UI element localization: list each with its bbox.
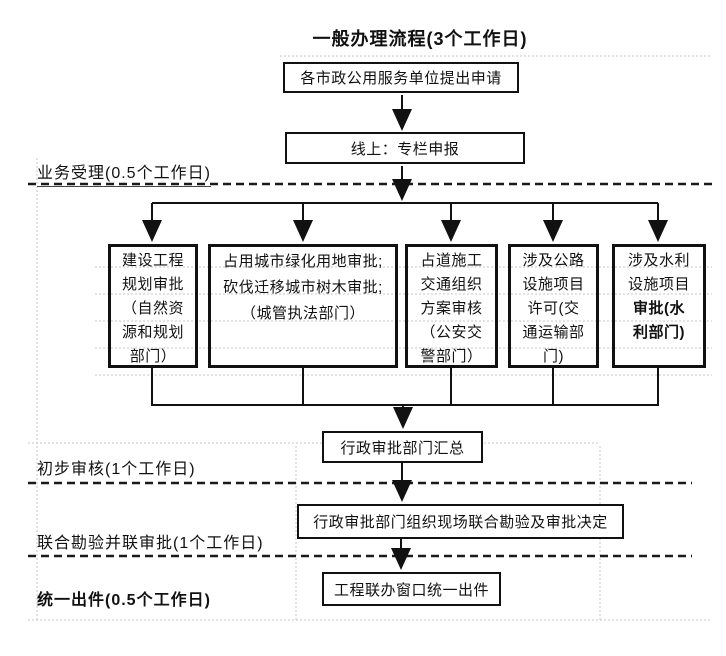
- box-online-declaration: 线上：专栏申报: [285, 132, 525, 164]
- branch-text: 涉及水利 设施项目: [627, 252, 690, 293]
- branch-text: 建设工程 规划审批 （自然资 源和规划 部门）: [121, 252, 184, 365]
- box-unified-output: 工程联办窗口统一出件: [322, 572, 501, 606]
- branch-text-bold: 审批(水 利部门): [633, 300, 685, 341]
- branch-box-planning-approval: 建设工程 规划审批 （自然资 源和规划 部门）: [108, 244, 198, 368]
- stage-label-acceptance: 业务受理(0.5个工作日): [37, 159, 211, 187]
- faint-gridlines: [28, 55, 712, 621]
- stage-label-joint-inspection: 联合勘验并联审批(1个工作日): [37, 535, 264, 552]
- flow-connectors: [142, 95, 668, 570]
- branch-box-highway-permit: 涉及公路 设施项目 许可(交 通运输部 门): [508, 244, 599, 368]
- branch-text: 占用城市绿化用地审批; 砍伐迁移城市树木审批; （城管执法部门）: [223, 253, 383, 322]
- stage-label-unified-output: 统一出件(0.5个工作日): [37, 592, 211, 609]
- branch-box-greening-approval: 占用城市绿化用地审批; 砍伐迁移城市树木审批; （城管执法部门）: [208, 244, 398, 368]
- box-joint-inspection: 行政审批部门组织现场联合勘验及审批决定: [297, 504, 624, 539]
- stage-separator-lines: [28, 182, 714, 558]
- branch-box-water-approval: 涉及水利 设施项目 审批(水 利部门): [612, 244, 706, 368]
- stage-label-preliminary-review: 初步审核(1个工作日): [37, 461, 196, 478]
- box-apply-request: 各市政公用服务单位提出申请: [283, 62, 519, 93]
- page-title: 一般办理流程(3个工作日): [312, 29, 528, 49]
- box-approval-summary: 行政审批部门汇总: [322, 431, 483, 463]
- branch-text: 涉及公路 设施项目 许可(交 通运输部 门): [522, 252, 585, 365]
- branch-box-traffic-plan-review: 占道施工 交通组织 方案审核 （公安交 警部门）: [405, 244, 498, 368]
- branch-text: 占道施工 交通组织 方案审核 （公安交 警部门）: [420, 252, 483, 365]
